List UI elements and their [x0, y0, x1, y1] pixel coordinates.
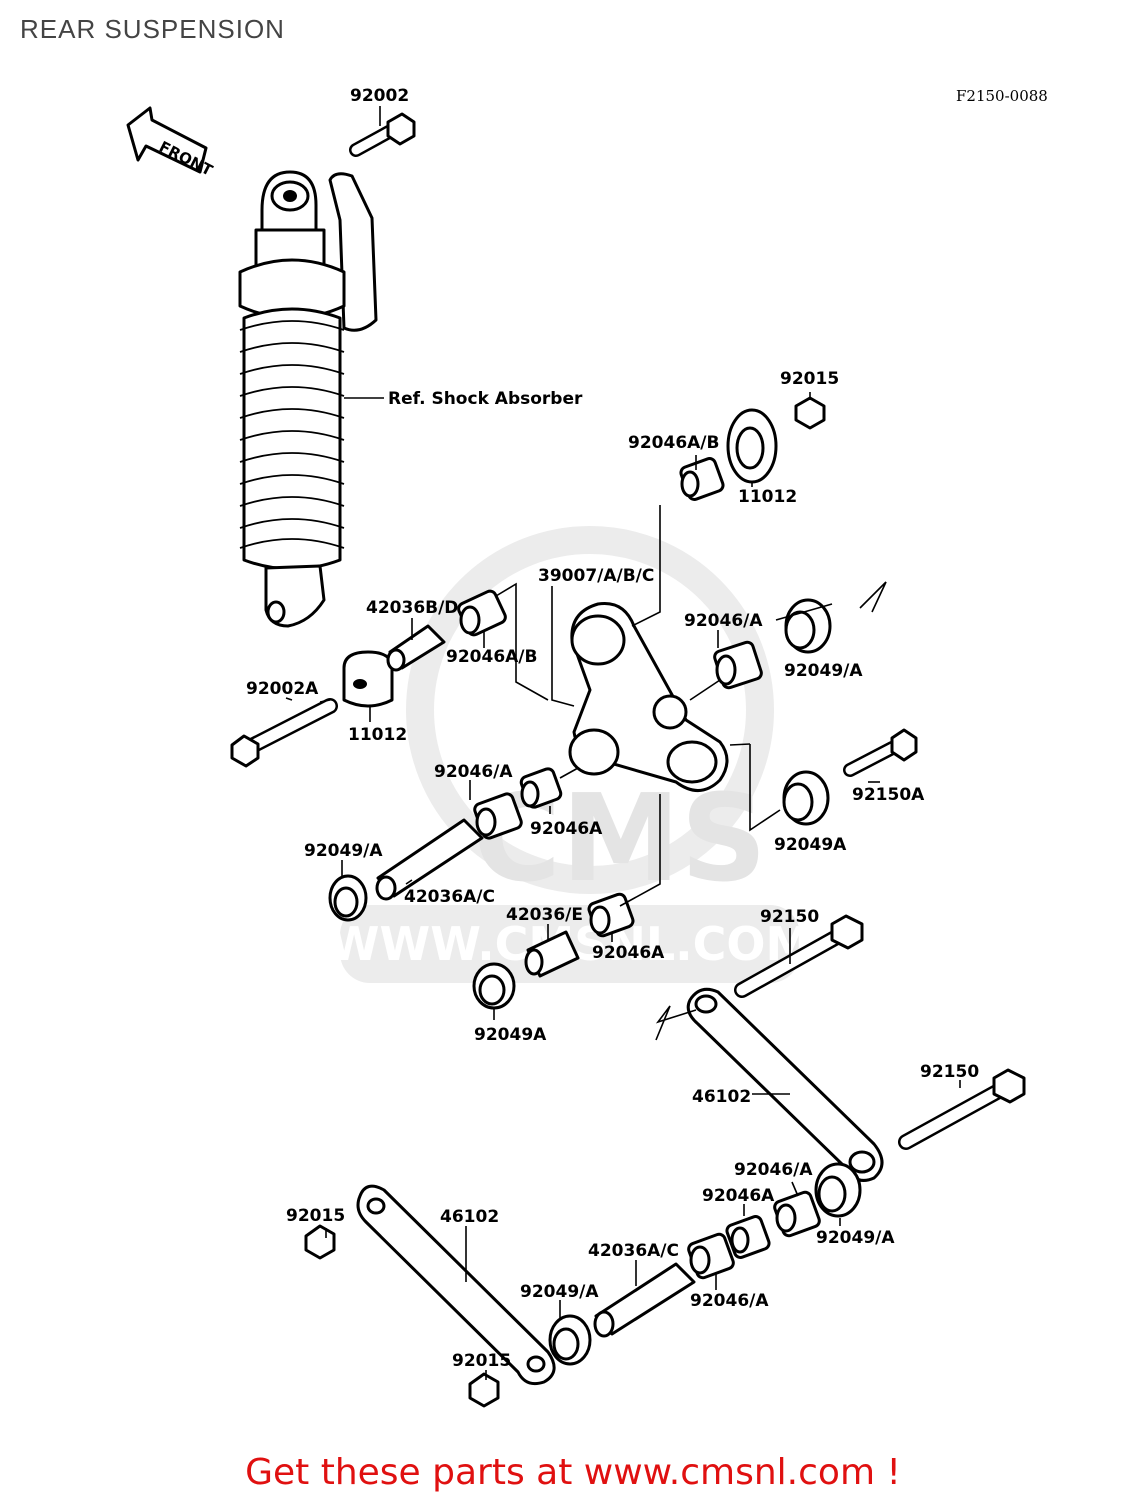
footer-promo-link[interactable]: Get these parts at www.cmsnl.com !: [245, 1452, 901, 1493]
bearing-92046a-mid: [519, 767, 563, 809]
ref-shock-absorber-label: Ref. Shock Absorber: [388, 389, 583, 409]
bolt-92002: [349, 112, 416, 157]
part-label: 92049A: [474, 1025, 547, 1045]
part-label: 92150A: [852, 785, 925, 805]
bearing-92046a-right: [713, 640, 763, 690]
bearing-92046a-mid2: [473, 792, 523, 840]
nut-92015-bottom: [468, 1372, 500, 1408]
bearing-92046a-lower-1: [773, 1190, 821, 1238]
sleeve-42036b: [386, 624, 446, 672]
front-arrow-icon: FRONT: [126, 106, 216, 180]
sleeve-42036ac-mid: [375, 818, 484, 901]
tie-rod-46102-upper: [686, 987, 884, 1182]
part-label: 39007/A/B/C: [538, 566, 654, 586]
sleeve-42036e: [524, 930, 580, 978]
tie-rod-46102-lower: [356, 1184, 556, 1386]
part-label: 92002: [350, 86, 409, 106]
part-label: 92049/A: [520, 1282, 599, 1302]
shock-absorber: [238, 170, 378, 628]
part-label: 92049/A: [784, 661, 863, 681]
part-label: 92150: [920, 1062, 979, 1082]
bearing-92046a-lower-2: [725, 1215, 771, 1259]
part-label: 42036/E: [506, 905, 583, 925]
seal-11012-top: [726, 408, 778, 484]
collar-11012-left: [342, 650, 394, 708]
bearing-92046a-lower-3: [687, 1232, 735, 1280]
part-label: 92046A: [702, 1186, 775, 1206]
seal-92049a-left: [328, 874, 368, 922]
part-label: 92002A: [246, 679, 319, 699]
part-label: 92015: [286, 1206, 345, 1226]
figure-code: F2150-0088: [956, 87, 1048, 105]
bolt-92150-lower: [898, 1068, 1026, 1150]
part-label: 92049/A: [304, 841, 383, 861]
bolt-92002a: [230, 698, 338, 768]
sleeve-42036ac-lower: [593, 1262, 696, 1338]
part-label: 92150: [760, 907, 819, 927]
bearing-92046ab-left: [457, 589, 507, 637]
bolt-92150-upper: [734, 914, 864, 998]
part-label: 92046A: [592, 943, 665, 963]
part-label: 92015: [780, 369, 839, 389]
part-label: 92046A: [530, 819, 603, 839]
seal-92049a-right-mid: [782, 770, 830, 826]
nut-92015-lower-left: [304, 1224, 336, 1260]
watermark-brand: CMS: [473, 770, 767, 909]
seal-92049a-lower-left: [548, 1314, 592, 1366]
part-label: 92046/A: [734, 1160, 813, 1180]
part-label: 92046A/B: [446, 647, 537, 667]
part-label: 92049/A: [816, 1228, 895, 1248]
exploded-parts-diagram: CMS WWW.CMSNL.COM F2150-0088 FRONT: [126, 86, 1048, 1408]
part-label: 92015: [452, 1351, 511, 1371]
part-label: 42036A/C: [404, 887, 495, 907]
part-label: 11012: [738, 487, 797, 507]
part-label: 92049A: [774, 835, 847, 855]
leader-lines: [285, 392, 961, 1380]
nut-92015-top: [794, 396, 826, 430]
seal-92049a-lower-right: [814, 1162, 862, 1218]
part-label: 92046/A: [684, 611, 763, 631]
part-label: 46102: [692, 1087, 751, 1107]
rocker-arm-39007: [568, 601, 729, 792]
page-title: REAR SUSPENSION: [20, 14, 285, 44]
part-label: 42036A/C: [588, 1241, 679, 1261]
bolt-92150a: [843, 728, 918, 777]
part-label: 11012: [348, 725, 407, 745]
seal-92049a-low: [472, 962, 516, 1010]
part-label: 92046/A: [434, 762, 513, 782]
part-label: 46102: [440, 1207, 499, 1227]
part-label: 42036B/D: [366, 598, 458, 618]
bearing-92046ab-top: [679, 457, 725, 501]
part-label: 92046/A: [690, 1291, 769, 1311]
part-label: 92046A/B: [628, 433, 719, 453]
seal-92049a-right-top: [784, 598, 832, 654]
